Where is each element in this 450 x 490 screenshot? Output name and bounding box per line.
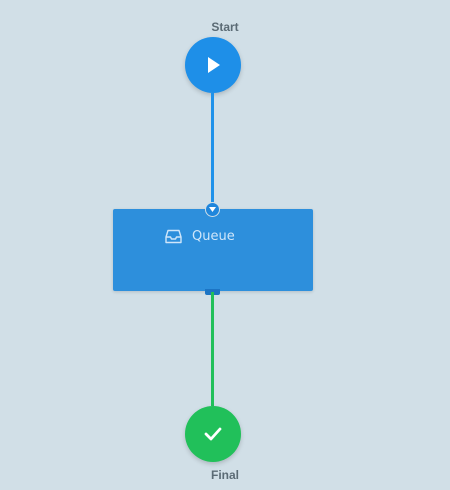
connector-start-to-queue[interactable] [211, 93, 214, 209]
final-node-label: Final [210, 468, 239, 482]
connector-queue-to-final[interactable] [211, 292, 214, 406]
inbox-icon [165, 229, 182, 244]
chevron-down-icon [209, 207, 216, 212]
queue-title: Queue [192, 229, 235, 244]
queue-block[interactable]: Queue [113, 209, 313, 291]
start-node[interactable] [185, 37, 241, 93]
check-icon [204, 427, 222, 441]
final-node[interactable] [185, 406, 241, 462]
start-node-label: Start [211, 20, 239, 34]
queue-header: Queue [165, 229, 235, 244]
play-icon [208, 57, 220, 73]
queue-input-port[interactable] [205, 202, 220, 217]
